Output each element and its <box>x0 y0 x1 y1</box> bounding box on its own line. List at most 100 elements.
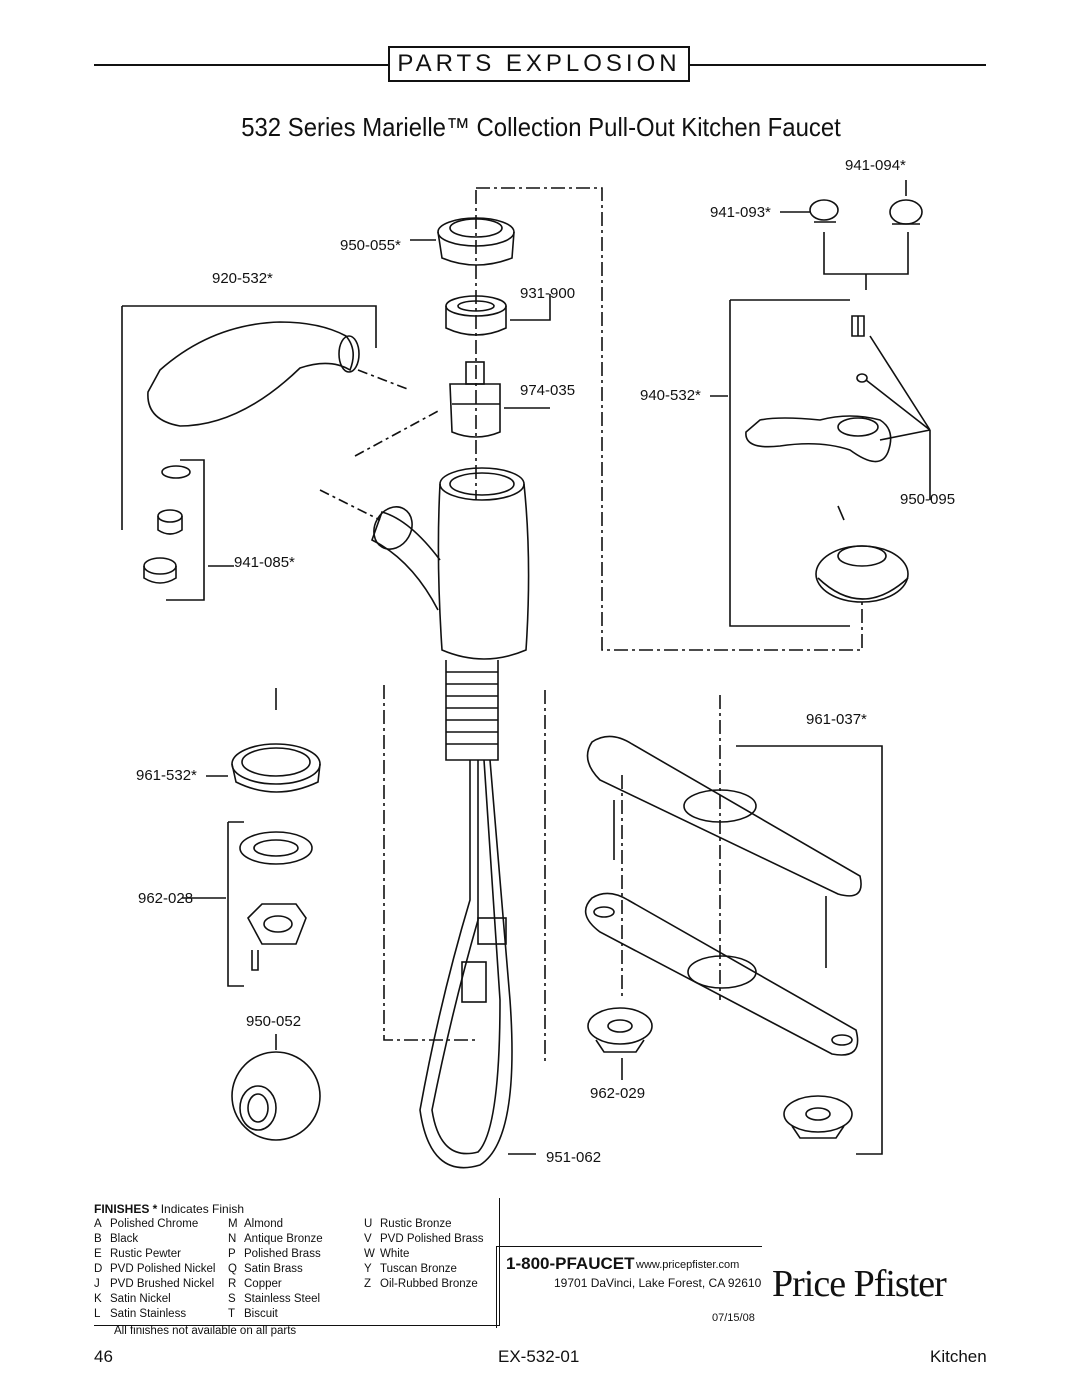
finish-item: B Black <box>94 1232 215 1247</box>
finish-code: W <box>364 1248 375 1260</box>
finish-name: Antique Bronze <box>244 1233 323 1245</box>
finishes-note: All finishes not available on all parts <box>114 1325 297 1337</box>
mounting-nut-962-029 <box>587 1007 853 1139</box>
address: 19701 DaVinci, Lake Forest, CA 92610 <box>554 1276 762 1290</box>
handle-base <box>815 505 909 603</box>
finish-name: Polished Brass <box>244 1248 321 1260</box>
brand-logo: Price Pfister <box>772 1263 947 1305</box>
finish-name: Rustic Bronze <box>380 1218 452 1230</box>
finish-name: Tuscan Bronze <box>380 1263 457 1275</box>
label-940-532: 940-532* <box>640 387 701 404</box>
label-941-085: 941-085* <box>234 554 295 571</box>
header-rule-right <box>690 64 986 66</box>
finish-code: M <box>228 1218 238 1230</box>
label-961-037: 961-037* <box>806 711 867 728</box>
finish-name: PVD Polished Nickel <box>110 1263 216 1275</box>
label-962-028: 962-028 <box>138 890 194 907</box>
finish-item: D PVD Polished Nickel <box>94 1262 215 1277</box>
finish-code: A <box>94 1218 102 1230</box>
document-id: EX-532-01 <box>498 1347 580 1366</box>
label-920-532: 920-532* <box>212 270 273 287</box>
finish-name: Polished Chrome <box>110 1218 199 1230</box>
spout-920-532 <box>121 305 377 601</box>
finish-item: V PVD Polished Brass <box>364 1232 484 1247</box>
revision-date: 07/15/08 <box>712 1312 755 1324</box>
finish-name: Almond <box>244 1218 283 1230</box>
finish-code: V <box>364 1233 372 1245</box>
finish-item: L Satin Stainless <box>94 1307 215 1322</box>
finish-item: M Almond <box>228 1217 323 1232</box>
finish-item: Y Tuscan Bronze <box>364 1262 484 1277</box>
finish-code: P <box>228 1248 236 1260</box>
finish-code: Z <box>364 1278 372 1290</box>
deck-plate-961-037 <box>586 735 883 1155</box>
finish-item: W White <box>364 1247 484 1262</box>
finish-item: Q Satin Brass <box>228 1262 323 1277</box>
finish-code: E <box>94 1248 102 1260</box>
header-rule-left <box>94 64 388 66</box>
phone-number: 1-800-PFAUCET <box>506 1254 635 1273</box>
finish-code: Q <box>228 1263 237 1275</box>
finish-item: T Biscuit <box>228 1307 323 1322</box>
finish-code: S <box>228 1293 236 1305</box>
finish-name: White <box>380 1248 410 1260</box>
website-link[interactable]: www.pricepfister.com <box>636 1259 740 1271</box>
finish-item: U Rustic Bronze <box>364 1217 484 1232</box>
finish-name: Satin Nickel <box>110 1293 171 1305</box>
finish-name: Satin Brass <box>244 1263 303 1275</box>
finish-name: Copper <box>244 1278 282 1290</box>
aerator-941-085 <box>143 465 191 584</box>
finishes-title: FINISHES * Indicates Finish <box>94 1202 244 1216</box>
bonnet-nut-931-900 <box>445 295 507 336</box>
hose-951-062 <box>419 759 513 1169</box>
finish-item: P Polished Brass <box>228 1247 323 1262</box>
label-941-094: 941-094* <box>845 157 906 174</box>
finish-item: J PVD Brushed Nickel <box>94 1277 215 1292</box>
escutcheon-961-532 <box>206 743 321 793</box>
guide-line-hose <box>383 685 476 1041</box>
label-961-532: 961-532* <box>136 767 197 784</box>
guide-line-handle <box>476 187 863 651</box>
finish-name: PVD Polished Brass <box>380 1233 484 1245</box>
finish-code: B <box>94 1233 102 1245</box>
finish-name: Satin Stainless <box>110 1308 187 1320</box>
finish-code: T <box>228 1308 236 1320</box>
escutcheon-cap-950-055 <box>437 217 515 266</box>
label-941-093: 941-093* <box>710 204 771 221</box>
cartridge-974-035 <box>449 361 501 438</box>
finish-code: L <box>94 1308 101 1320</box>
finishes-title-rest: Indicates Finish <box>157 1202 245 1216</box>
label-950-052: 950-052 <box>246 1013 302 1030</box>
finish-code: U <box>364 1218 373 1230</box>
button-caps <box>780 180 923 290</box>
finish-name: PVD Brushed Nickel <box>110 1278 215 1290</box>
label-950-095: 950-095 <box>900 491 956 508</box>
gasket-plate <box>584 892 859 1056</box>
label-962-029: 962-029 <box>590 1085 646 1102</box>
footer-category: Kitchen <box>930 1347 987 1366</box>
finish-code: Y <box>364 1263 372 1275</box>
label-950-055: 950-055* <box>340 237 401 254</box>
label-931-900: 931-900 <box>520 285 576 302</box>
finish-item: A Polished Chrome <box>94 1217 215 1232</box>
finish-code: J <box>94 1278 100 1290</box>
section-header-box: PARTS EXPLOSION <box>388 46 690 82</box>
finish-item: S Stainless Steel <box>228 1292 323 1307</box>
section-header: PARTS EXPLOSION <box>397 50 681 77</box>
finish-code: N <box>228 1233 237 1245</box>
page-number: 46 <box>94 1347 113 1366</box>
handle-940-532 <box>729 299 931 627</box>
finish-code: D <box>94 1263 103 1275</box>
finishes-box <box>94 1198 500 1326</box>
finish-name: Black <box>110 1233 139 1245</box>
finish-name: Stainless Steel <box>244 1293 321 1305</box>
finish-name: Biscuit <box>244 1308 278 1320</box>
label-951-062: 951-062 <box>546 1149 602 1166</box>
finish-item: N Antique Bronze <box>228 1232 323 1247</box>
